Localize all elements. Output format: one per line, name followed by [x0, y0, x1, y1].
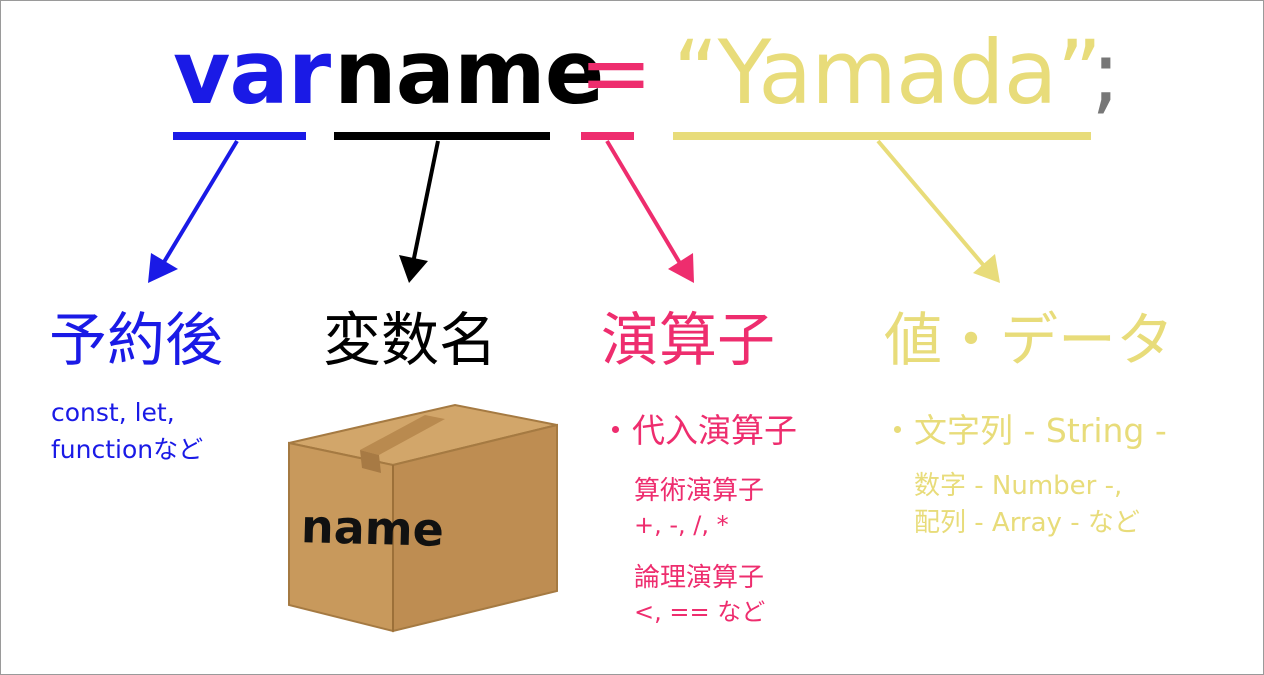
- arrow-down-icon: [605, 139, 694, 283]
- heading-reserved-word: 予約後: [49, 306, 224, 374]
- arrow-down-icon: [876, 139, 1000, 283]
- arrow-down-icon: [148, 139, 239, 283]
- underline-operator: [581, 132, 634, 140]
- heading-operator: 演算子: [601, 306, 776, 374]
- reserved-word-examples-line1: const, let,: [51, 398, 175, 427]
- array-type: 配列 - Array - など: [914, 508, 1140, 538]
- code-variable-name: name: [334, 21, 604, 124]
- underline-name: [334, 132, 550, 140]
- underline-value: [673, 132, 1091, 140]
- assignment-operator: ・代入演算子: [599, 411, 797, 450]
- heading-value-data: 値・データ: [884, 306, 1175, 374]
- string-type: ・文字列 - String -: [881, 411, 1167, 450]
- code-operator: =: [579, 21, 653, 124]
- heading-variable-name: 変数名: [323, 306, 498, 374]
- box-label: name: [300, 499, 445, 557]
- logical-operator-title: 論理演算子: [634, 563, 765, 593]
- code-value: “Yamada”: [673, 21, 1102, 124]
- reserved-word-examples-line2: functionなど: [51, 435, 204, 464]
- code-semicolon: ;: [1091, 21, 1121, 124]
- code-keyword-var: var: [173, 21, 331, 124]
- cardboard-box-icon: [285, 401, 565, 633]
- arithmetic-operator-items: +, -, /, *: [634, 511, 729, 539]
- number-type: 数字 - Number -,: [914, 471, 1123, 501]
- underline-var: [173, 132, 306, 140]
- logical-operator-items: <, == など: [634, 598, 766, 626]
- arrow-down-icon: [399, 140, 440, 283]
- arithmetic-operator-title: 算術演算子: [634, 476, 765, 506]
